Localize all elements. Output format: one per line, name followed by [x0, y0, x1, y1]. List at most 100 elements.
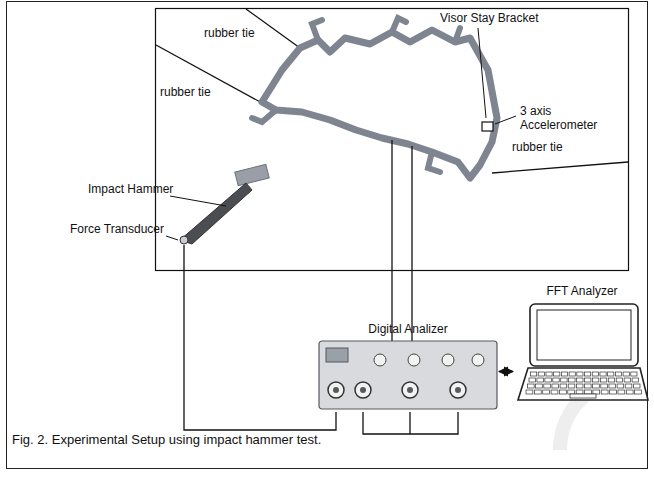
- device-socket: [472, 354, 484, 366]
- key: [625, 384, 632, 388]
- leader-line: [495, 116, 516, 124]
- key: [546, 372, 552, 376]
- figure-frame: [7, 2, 648, 469]
- leader-line: [170, 196, 226, 206]
- analyzer-node: Digital Analizer: [318, 322, 498, 412]
- key: [593, 390, 600, 394]
- hammer-cable: [184, 245, 336, 430]
- key: [537, 378, 543, 382]
- key: [538, 372, 544, 376]
- part-label: rubber tie: [512, 140, 563, 154]
- part-label: Impact Hammer: [88, 182, 173, 196]
- key: [615, 372, 621, 376]
- key: [608, 372, 614, 376]
- bracket-tab: [252, 18, 460, 172]
- part-label: rubber tie: [160, 85, 211, 99]
- key: [618, 390, 625, 394]
- key: [576, 390, 583, 394]
- watermark-arc: [560, 379, 640, 450]
- figure-caption: Fig. 2. Experimental Setup using impact …: [12, 432, 321, 447]
- force-transducer: [180, 236, 188, 244]
- connector-pin: [455, 387, 461, 393]
- device-socket: [408, 354, 420, 366]
- key: [559, 390, 566, 394]
- key: [623, 372, 629, 376]
- key: [545, 378, 551, 382]
- rubber-tie-line: [156, 45, 262, 103]
- part-label: Visor Stay Bracket: [440, 11, 538, 25]
- key: [543, 390, 550, 394]
- key: [593, 384, 600, 388]
- key: [585, 372, 591, 376]
- key: [560, 384, 567, 388]
- key: [561, 378, 567, 382]
- key: [592, 372, 598, 376]
- laptop-base: [518, 368, 648, 400]
- key: [576, 384, 583, 388]
- key: [610, 390, 617, 394]
- leader-line: [166, 236, 178, 240]
- sensor-cable: [363, 412, 458, 434]
- device-connector: [450, 382, 466, 398]
- laptop-screen: [530, 304, 638, 366]
- key: [544, 384, 551, 388]
- visor-stay-bracket: [262, 30, 497, 178]
- screen-panel: [537, 310, 631, 360]
- part-label: 3 axis Accelerometer: [520, 104, 604, 132]
- device-connector: [355, 382, 371, 398]
- key: [568, 390, 575, 394]
- key: [561, 372, 567, 376]
- key: [585, 378, 591, 382]
- key: [608, 378, 614, 382]
- touchpad: [570, 394, 596, 398]
- part-label: Force Transducer: [70, 222, 164, 236]
- device-display: [326, 348, 348, 362]
- hammer-handle: [180, 183, 252, 244]
- node-label: FFT Analyzer: [514, 284, 650, 298]
- node-label: Digital Analizer: [318, 322, 498, 336]
- key: [631, 372, 637, 376]
- connector-pin: [407, 387, 413, 393]
- key: [568, 384, 575, 388]
- key: [616, 378, 622, 382]
- key: [624, 378, 630, 382]
- key: [592, 378, 598, 382]
- key: [528, 384, 535, 388]
- key: [577, 378, 583, 382]
- connector-pin: [360, 387, 366, 393]
- device-connector: [402, 382, 418, 398]
- key: [617, 384, 624, 388]
- key: [585, 384, 592, 388]
- key: [601, 384, 608, 388]
- key: [526, 390, 533, 394]
- accelerometer: [482, 122, 493, 131]
- key: [632, 378, 638, 382]
- rubber-tie-line: [492, 162, 628, 173]
- key: [585, 390, 592, 394]
- part-label: rubber tie: [204, 26, 255, 40]
- key: [633, 384, 640, 388]
- key: [553, 378, 559, 382]
- laptop-node: FFT Analyzer: [514, 284, 650, 406]
- leader-line: [478, 28, 486, 118]
- key: [551, 390, 558, 394]
- key: [609, 384, 616, 388]
- device-case: [319, 341, 497, 409]
- laptop-drawing: [514, 302, 650, 406]
- key: [569, 378, 575, 382]
- key: [626, 390, 633, 394]
- key: [552, 384, 559, 388]
- hammer-head: [235, 164, 269, 185]
- connector-pin: [333, 387, 339, 393]
- sensor-cable: [391, 140, 392, 342]
- key: [529, 378, 535, 382]
- key: [531, 372, 537, 376]
- sensor-cable: [411, 146, 412, 342]
- device-connector: [328, 382, 344, 398]
- device-socket: [374, 354, 386, 366]
- device-socket: [442, 354, 454, 366]
- key: [569, 372, 575, 376]
- key: [554, 372, 560, 376]
- sensor-cable: [409, 412, 410, 434]
- key: [577, 372, 583, 376]
